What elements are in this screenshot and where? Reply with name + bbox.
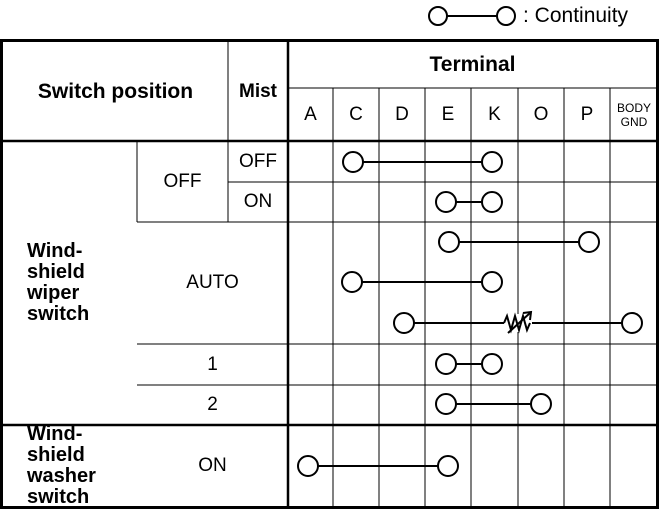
row-position-1: 1 — [207, 353, 218, 375]
terminal-a: A — [304, 103, 317, 125]
row-position-2: 2 — [207, 394, 218, 415]
group-wiper-switch: Wind- shield wiper switch — [27, 240, 90, 325]
legend: : Continuity — [0, 0, 660, 38]
terminal-body-gnd: BODY GND — [616, 101, 651, 129]
terminal-c: C — [349, 103, 363, 125]
continuity-a-e-washer — [297, 455, 459, 477]
row-washer-on: ON — [198, 455, 227, 476]
terminal-d: D — [395, 103, 409, 125]
continuity-c-k-auto — [341, 271, 503, 293]
header-switch-position: Switch position — [37, 79, 194, 103]
legend-label: : Continuity — [523, 4, 629, 27]
row-auto: AUTO — [186, 272, 239, 293]
continuity-symbol-icon — [428, 6, 516, 26]
continuity-e-p-auto — [438, 231, 600, 253]
row-mist-on: ON — [243, 191, 273, 212]
header-terminal: Terminal — [429, 53, 516, 76]
header-mist: Mist — [239, 80, 277, 102]
group-washer-switch: Wind- shield washer switch — [27, 423, 96, 508]
continuity-e-k-mist-on — [435, 191, 503, 213]
continuity-e-k-pos1 — [435, 353, 503, 375]
terminal-o: O — [533, 103, 549, 125]
row-mist-off: OFF — [239, 150, 277, 172]
terminal-k: K — [488, 103, 501, 125]
variable-resistor-icon — [503, 310, 533, 334]
terminal-p: P — [580, 103, 594, 125]
continuity-c-k-off — [342, 151, 503, 173]
row-off: OFF — [163, 170, 202, 192]
continuity-e-o-pos2 — [435, 393, 552, 415]
terminal-e: E — [441, 103, 455, 125]
